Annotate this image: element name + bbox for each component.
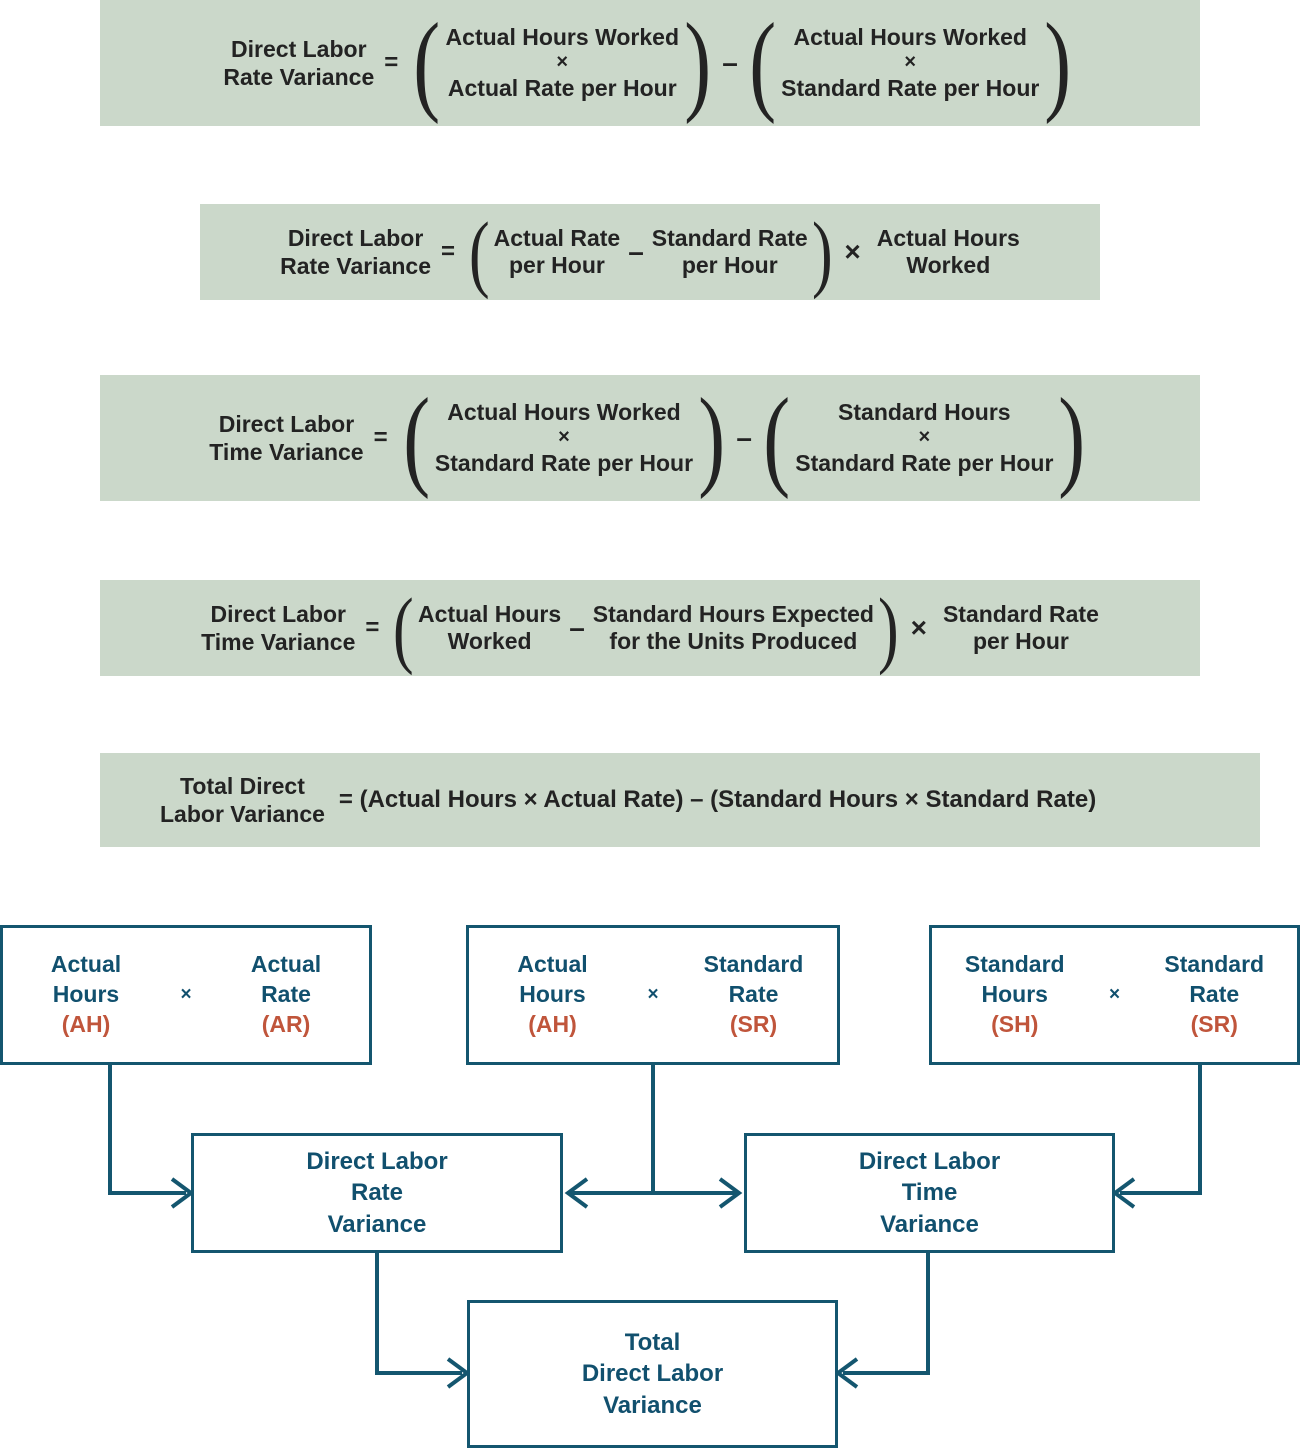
connector-shsr-to-dltv (1120, 1065, 1202, 1195)
arrowhead-right-into-dltv-mid (718, 1177, 743, 1209)
arrowhead-left-into-dlrv-mid (564, 1177, 589, 1209)
multiply-icon: × (904, 51, 917, 74)
equals-sign: = (365, 614, 380, 641)
group-line-3: Standard Rate per Hour (795, 449, 1054, 476)
group-line-1: Standard Hours (838, 399, 1011, 426)
group-left-term: Actual Hours Worked (418, 600, 562, 654)
expanded-right-group: Actual Hours Worked × Standard Rate per … (781, 24, 1039, 102)
formula-label: Direct Labor Time Variance (201, 600, 356, 655)
formula-direct-labor-time-variance-factored: Direct Labor Time Variance = ( Actual Ho… (100, 580, 1200, 676)
left-factor: Actual Hours (AH) (469, 950, 636, 1040)
left-factor: Actual Hours (AH) (3, 950, 169, 1040)
group-line-3: Standard Rate per Hour (781, 74, 1040, 101)
equals-sign: = (384, 49, 399, 76)
node-label: Total Direct Labor Variance (581, 1329, 724, 1419)
right-factor-text: Standard Rate (703, 951, 804, 1008)
minus-sign: – (569, 612, 585, 643)
node-label: Direct Labor Time Variance (858, 1148, 1001, 1238)
multiply-icon: × (180, 983, 192, 1005)
right-factor-abbr: (AR) (261, 1010, 311, 1037)
formula-label: Direct Labor Rate Variance (223, 35, 375, 90)
group-right-term: Standard Rate per Hour (651, 224, 808, 278)
right-factor-abbr: (SR) (729, 1010, 778, 1037)
node-direct-labor-rate-variance[interactable]: Direct Labor Rate Variance (191, 1133, 563, 1253)
variance-flow-diagram: Actual Hours (AH) × Actual Rate (AR) Act… (0, 900, 1300, 1448)
expanded-right-group: Standard Hours × Standard Rate per Hour (795, 399, 1053, 477)
equals-sign: = (373, 424, 388, 451)
node-label: Direct Labor Rate Variance (306, 1148, 448, 1238)
formula-direct-labor-rate-variance-factored: Direct Labor Rate Variance = ( Actual Ra… (200, 204, 1100, 300)
minus-sign: – (722, 47, 738, 78)
arrowhead-left-into-total (834, 1357, 859, 1389)
expanded-left-group: Actual Hours Worked × Actual Rate per Ho… (446, 24, 679, 102)
node-total-direct-labor-variance[interactable]: Total Direct Labor Variance (467, 1300, 838, 1448)
formula-label: Direct Labor Time Variance (209, 410, 364, 465)
arrowhead-left-into-dltv (1111, 1177, 1136, 1209)
left-factor: Standard Hours (SH) (932, 950, 1098, 1040)
multiply-icon: × (918, 426, 931, 449)
connector-dlrv-to-total (375, 1253, 462, 1375)
multiply-icon: × (1108, 983, 1121, 1005)
group-line-3: Actual Rate per Hour (447, 74, 677, 101)
group-line-1: Actual Hours Worked (445, 24, 679, 51)
connector-ahar-to-dlrv (108, 1065, 186, 1195)
group-line-3: Standard Rate per Hour (434, 449, 694, 476)
formula-direct-labor-rate-variance-expanded: Direct Labor Rate Variance = ( Actual Ho… (100, 0, 1200, 126)
multiplier-term: Standard Rate per Hour (942, 600, 1099, 654)
connector-dltv-to-total (843, 1253, 930, 1375)
formula-direct-labor-time-variance-expanded: Direct Labor Time Variance = ( Actual Ho… (100, 375, 1200, 501)
formula-total-direct-labor-variance: Total Direct Labor Variance = (Actual Ho… (100, 753, 1260, 847)
formula-label: Direct Labor Rate Variance (280, 224, 431, 279)
left-factor-abbr: (AH) (528, 1010, 577, 1037)
node-actual-hours-times-standard-rate[interactable]: Actual Hours (AH) × Standard Rate (SR) (466, 925, 840, 1065)
group-line-1: Actual Hours Worked (447, 399, 681, 426)
multiplier-term: Actual Hours Worked (876, 224, 1020, 278)
group-right-term: Standard Hours Expected for the Units Pr… (592, 600, 874, 654)
multiply-icon: × (558, 426, 570, 449)
minus-sign: – (628, 236, 644, 267)
multiply-icon: × (647, 983, 659, 1005)
formula-expression: = (Actual Hours × Actual Rate) – (Standa… (338, 786, 1097, 813)
multiply-icon: × (844, 236, 861, 267)
group-left-term: Actual Rate per Hour (493, 224, 621, 278)
right-factor-text: Standard Rate (1164, 951, 1265, 1008)
right-factor-abbr: (SR) (1190, 1010, 1238, 1037)
formula-label: Total Direct Labor Variance (160, 772, 325, 827)
left-factor-abbr: (SH) (991, 1010, 1039, 1037)
left-factor-abbr: (AH) (61, 1010, 111, 1037)
multiply-icon: × (556, 51, 569, 74)
right-factor: Actual Rate (AR) (203, 950, 369, 1040)
minus-sign: – (736, 422, 752, 453)
node-direct-labor-time-variance[interactable]: Direct Labor Time Variance (744, 1133, 1115, 1253)
right-factor-text: Actual Rate (250, 951, 322, 1008)
expanded-left-group: Actual Hours Worked × Standard Rate per … (435, 399, 693, 477)
left-factor-text: Actual Hours (517, 951, 588, 1008)
node-standard-hours-times-standard-rate[interactable]: Standard Hours (SH) × Standard Rate (SR) (929, 925, 1300, 1065)
group-line-1: Actual Hours Worked (793, 24, 1027, 51)
multiply-icon: × (910, 612, 927, 643)
node-actual-hours-times-actual-rate[interactable]: Actual Hours (AH) × Actual Rate (AR) (0, 925, 372, 1065)
left-factor-text: Standard Hours (964, 951, 1065, 1008)
right-factor: Standard Rate (SR) (670, 950, 837, 1040)
left-factor-text: Actual Hours (50, 951, 122, 1008)
equals-sign: = (441, 238, 456, 265)
right-factor: Standard Rate (SR) (1132, 950, 1298, 1040)
